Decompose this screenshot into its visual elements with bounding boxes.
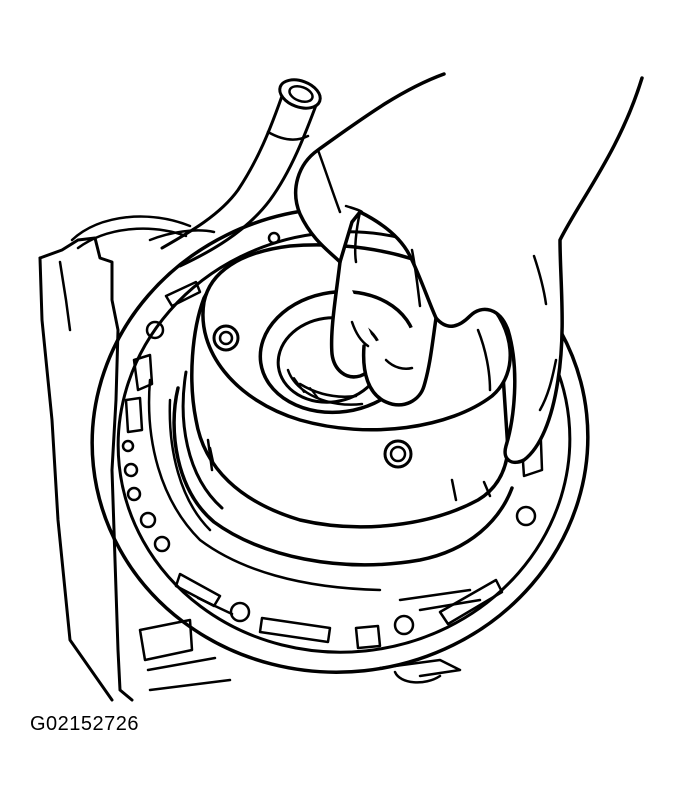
transmission-case (38, 215, 462, 702)
oil-tube (148, 78, 322, 268)
hand (294, 72, 644, 465)
figure-id-label: G02152726 (30, 713, 140, 735)
case-cavity (147, 378, 482, 612)
